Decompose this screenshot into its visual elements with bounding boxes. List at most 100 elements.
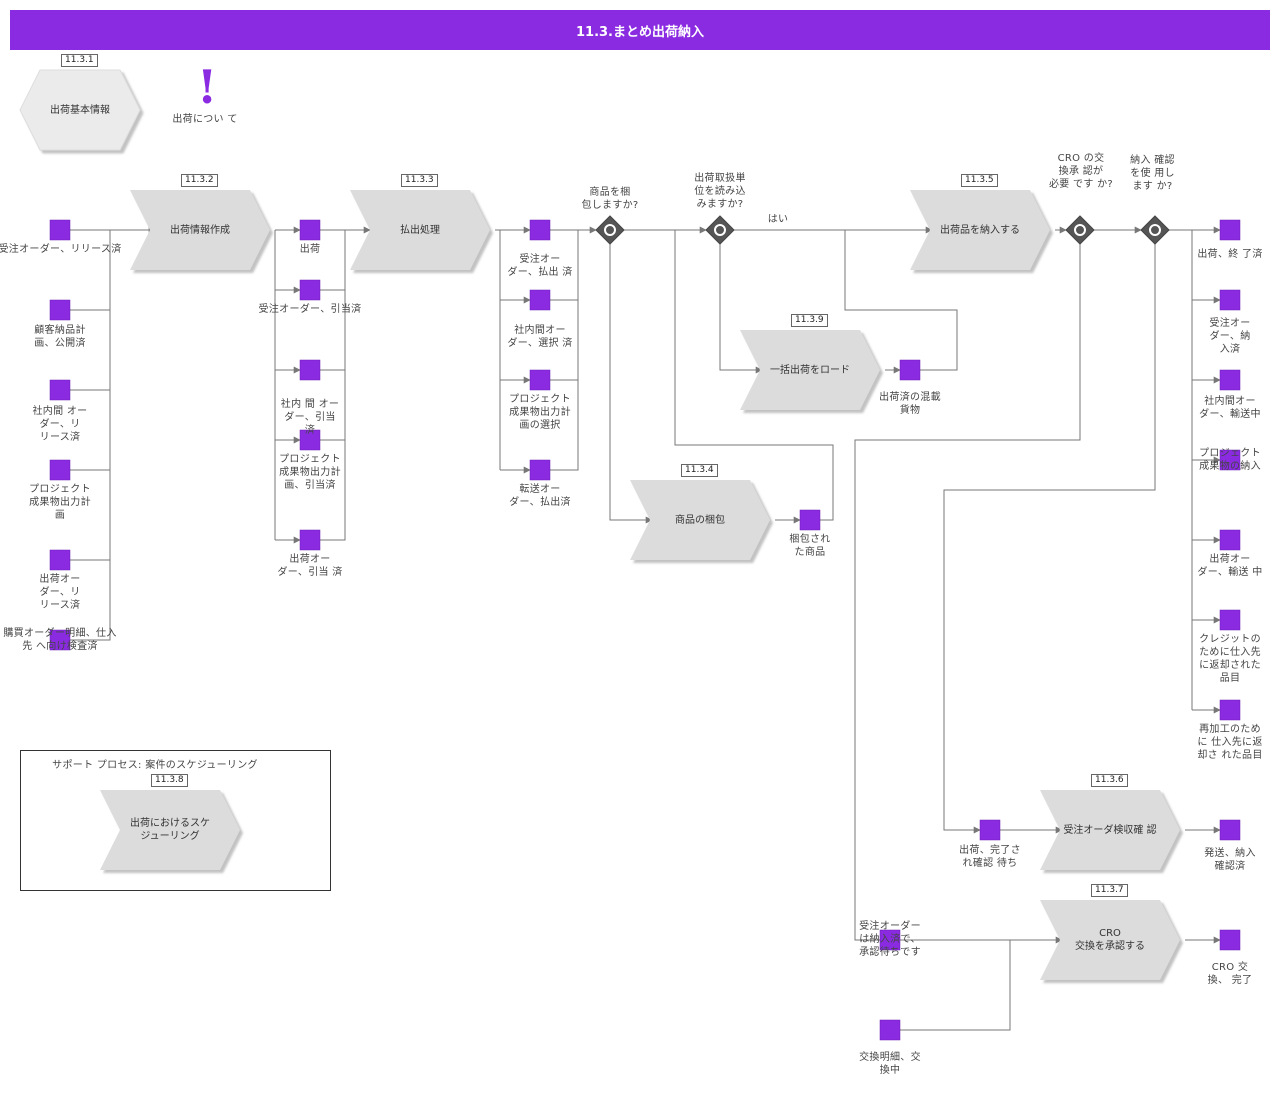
- step-11-3-3-id: 11.3.3: [401, 174, 438, 187]
- support-process-box: [20, 750, 331, 891]
- state-s6-out[interactable]: [1219, 819, 1241, 841]
- input-label-3: 社内間 オー ダー、リ リース済: [32, 406, 88, 443]
- s6-out-label: 発送、納入 確認済: [1204, 848, 1256, 872]
- question-q1: 商品を梱 包しますか?: [581, 187, 639, 211]
- step-11-3-2-shape[interactable]: [130, 190, 270, 270]
- exclamation-icon[interactable]: !: [197, 60, 218, 114]
- gateway-q1[interactable]: [595, 215, 625, 245]
- step-11-3-6-id: 11.3.6: [1091, 774, 1128, 787]
- state-s2-out-2[interactable]: [299, 279, 321, 301]
- s3-out-label-1: 受注オー ダー、払出 済: [507, 254, 573, 278]
- state-consolidated[interactable]: [899, 359, 921, 381]
- info-hexagon[interactable]: [19, 69, 141, 151]
- state-out-5[interactable]: [1219, 529, 1241, 551]
- step-11-3-4-shape[interactable]: [630, 480, 770, 560]
- s2-out-label-2: 受注オーダー、引当済: [258, 304, 362, 315]
- output-label-5: 出荷オー ダー、輸送 中: [1197, 554, 1263, 578]
- output-label-1: 出荷、終 了済: [1197, 249, 1263, 260]
- question-q2: 出荷取扱単 位を読み込 みますか?: [694, 173, 746, 210]
- state-input-1[interactable]: [49, 219, 71, 241]
- state-out-3[interactable]: [1219, 369, 1241, 391]
- state-s7-in-1[interactable]: [879, 929, 901, 951]
- output-label-3: 社内間オー ダー、輸送中: [1199, 396, 1261, 420]
- question-q3: CRO の交 換承 認が 必要 です か?: [1048, 153, 1114, 190]
- info-id: 11.3.1: [61, 54, 98, 67]
- gateway-q3[interactable]: [1065, 215, 1095, 245]
- s2-out-label-4: プロジェクト 成果物出力計 画、引当済: [279, 454, 341, 491]
- state-s3-out-2[interactable]: [529, 289, 551, 311]
- consolidated-label: 出荷済の混載 貨物: [879, 392, 941, 416]
- output-label-4: プロジェクト 成果物の納入: [1199, 448, 1261, 472]
- gateway-q2[interactable]: [705, 215, 735, 245]
- state-s3-out-4[interactable]: [529, 459, 551, 481]
- input-label-2: 顧客納品計 画、公開済: [34, 325, 86, 349]
- step-11-3-4-id: 11.3.4: [681, 464, 718, 477]
- s2-out-label-1: 出荷: [299, 244, 321, 255]
- input-label-5: 出荷オー ダー、リ リース済: [39, 574, 81, 611]
- state-input-6[interactable]: [49, 629, 71, 651]
- state-s6-in[interactable]: [979, 819, 1001, 841]
- step-11-3-5-id: 11.3.5: [961, 174, 998, 187]
- state-out-2[interactable]: [1219, 289, 1241, 311]
- step-11-3-7-label: CRO 交換を承認する: [1075, 928, 1145, 952]
- step-11-3-2-label: 出荷情報作成: [170, 224, 230, 236]
- s7-out-label: CRO 交 換、 完了: [1207, 962, 1253, 986]
- step-11-3-3-shape[interactable]: [350, 190, 490, 270]
- s7-in1-label: 受注オーダー は納入済で、 承認待ちです: [859, 921, 921, 958]
- state-input-4[interactable]: [49, 459, 71, 481]
- step-11-3-9-id: 11.3.9: [791, 314, 828, 327]
- state-s2-out-4[interactable]: [299, 429, 321, 451]
- output-label-7: 再加工のため に 仕入先に返 却さ れた品目: [1197, 724, 1263, 761]
- s7-in2-label: 交換明細、交 換中: [859, 1052, 921, 1076]
- s2-out-label-3: 社内 間 オー ダー、引当 済: [280, 399, 340, 436]
- step-11-3-6-label: 受注オーダ検収確 認: [1063, 824, 1157, 836]
- note-label: 出荷につい て: [172, 114, 238, 125]
- state-s2-out-5[interactable]: [299, 529, 321, 551]
- step-11-3-5-label: 出荷品を納入する: [940, 224, 1020, 236]
- s6-in-label: 出荷、完了さ れ確認 待ち: [959, 845, 1021, 869]
- support-process-title: サポート プロセス: 案件のスケジューリング: [52, 760, 258, 771]
- step-11-3-9-label: 一括出荷をロード: [770, 364, 850, 376]
- state-s7-in-2[interactable]: [879, 1019, 901, 1041]
- input-label-6: 購買オーダー明細、仕入 先 へ向け検査済: [3, 628, 117, 652]
- step-11-3-6-shape[interactable]: [1040, 790, 1180, 870]
- info-hex-label: 出荷基本情報: [50, 104, 110, 116]
- gateway-q4[interactable]: [1140, 215, 1170, 245]
- state-packed[interactable]: [799, 509, 821, 531]
- state-out-7[interactable]: [1219, 699, 1241, 721]
- step-11-3-3-label: 払出処理: [400, 224, 440, 236]
- state-input-5[interactable]: [49, 549, 71, 571]
- input-label-1: 受注オーダー、リリース済: [0, 244, 122, 255]
- step-11-3-8-label: 出荷におけるスケ ジューリング: [130, 818, 210, 842]
- s3-out-label-2: 社内間オー ダー、選択 済: [507, 325, 573, 349]
- packed-label: 梱包され た商品: [789, 534, 831, 558]
- step-11-3-7-shape[interactable]: [1040, 900, 1180, 980]
- state-input-3[interactable]: [49, 379, 71, 401]
- output-label-2: 受注オー ダー、納 入済: [1209, 318, 1251, 355]
- input-label-4: プロジェクト 成果物出力計 画: [29, 484, 91, 521]
- state-out-4[interactable]: [1219, 449, 1241, 471]
- state-out-1[interactable]: [1219, 219, 1241, 241]
- s3-out-label-3: プロジェクト 成果物出力計 画の選択: [509, 394, 571, 431]
- step-11-3-5-shape[interactable]: [910, 190, 1050, 270]
- step-11-3-8-shape[interactable]: [100, 790, 240, 870]
- state-s2-out-1[interactable]: [299, 219, 321, 241]
- step-11-3-8-id: 11.3.8: [151, 774, 188, 787]
- step-11-3-4-label: 商品の梱包: [675, 514, 725, 526]
- s2-out-label-5: 出荷オー ダー、引当 済: [277, 554, 343, 578]
- answer-yes: はい: [767, 214, 789, 225]
- question-q4: 納入 確認 を使 用し ます か?: [1130, 155, 1175, 192]
- step-11-3-9-shape[interactable]: [740, 330, 880, 410]
- state-input-2[interactable]: [49, 299, 71, 321]
- step-11-3-2-id: 11.3.2: [181, 174, 218, 187]
- state-s7-out[interactable]: [1219, 929, 1241, 951]
- output-label-6: クレジットの ために仕入先 に返却された 品目: [1199, 634, 1261, 684]
- page-title: 11.3.まとめ出荷納入: [10, 10, 1270, 50]
- state-s2-out-3[interactable]: [299, 359, 321, 381]
- state-s3-out-1[interactable]: [529, 219, 551, 241]
- state-out-6[interactable]: [1219, 609, 1241, 631]
- step-11-3-7-id: 11.3.7: [1091, 884, 1128, 897]
- state-s3-out-3[interactable]: [529, 369, 551, 391]
- s3-out-label-4: 転送オー ダー、払出済: [509, 484, 571, 508]
